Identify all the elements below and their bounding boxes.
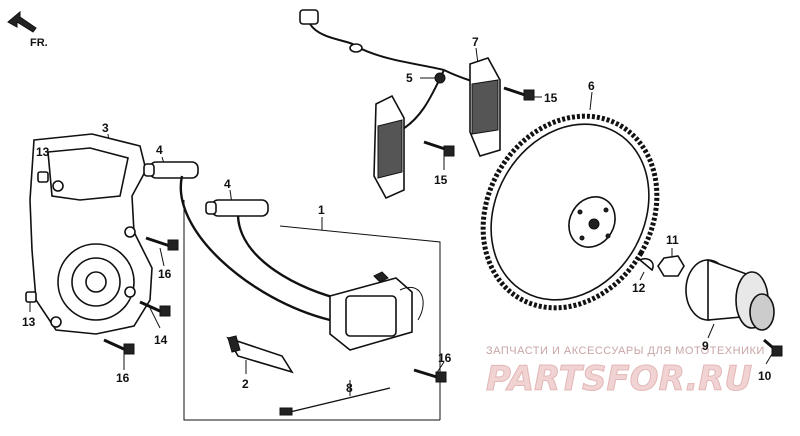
bolt-16-bottom[interactable] <box>103 338 135 355</box>
callout-15-lower: 15 <box>434 173 448 187</box>
spark-plug-cap-upper[interactable] <box>143 161 199 179</box>
watermark-subtitle: ЗАПЧАСТИ И АКСЕССУАРЫ ДЛЯ МОТОТЕХНИКИ <box>486 345 765 357</box>
exciter-coil-right[interactable] <box>469 57 501 157</box>
starter-pulley[interactable] <box>685 258 775 331</box>
callout-16-bottom: 16 <box>116 371 130 385</box>
bolt-16-coil[interactable] <box>413 368 447 383</box>
front-label: FR. <box>30 37 48 49</box>
callout-13-lower: 13 <box>22 315 36 329</box>
callout-14: 14 <box>154 333 168 347</box>
flywheel-cover[interactable] <box>29 133 153 335</box>
dowel-pin-upper[interactable] <box>37 171 49 183</box>
callout-12: 12 <box>632 281 646 295</box>
bolt-15-upper[interactable] <box>503 86 535 101</box>
watermark-brand: PARTSFOR.RU <box>486 359 752 399</box>
callout-3: 3 <box>102 121 109 135</box>
callout-4-upper: 4 <box>156 143 163 157</box>
callout-4-lower: 4 <box>224 177 231 191</box>
callout-8: 8 <box>346 381 353 395</box>
bolt-15-lower[interactable] <box>423 140 455 157</box>
bolt-14[interactable] <box>139 300 171 317</box>
flywheel[interactable] <box>449 84 691 339</box>
callout-1: 1 <box>318 203 325 217</box>
callout-16-left: 16 <box>158 267 172 281</box>
bolt-10[interactable] <box>763 338 783 357</box>
woodruff-key[interactable] <box>638 257 654 272</box>
callout-13-upper: 13 <box>36 145 50 159</box>
bolt-16-left[interactable] <box>145 236 179 251</box>
bolt-5[interactable] <box>434 72 446 84</box>
exciter-coil-left[interactable] <box>373 94 405 200</box>
leader-lines <box>29 47 773 396</box>
callout-11: 11 <box>666 233 679 247</box>
callout-labels: 3 4 4 1 5 7 6 15 15 11 12 13 13 14 16 16… <box>22 35 772 395</box>
callout-6: 6 <box>588 79 595 93</box>
ignition-coil[interactable] <box>329 271 424 351</box>
callout-9: 9 <box>702 339 709 353</box>
coil-bracket[interactable] <box>226 335 294 374</box>
spark-plug-cap-lower[interactable] <box>205 199 269 217</box>
callout-2: 2 <box>242 377 249 391</box>
ignition-coil-frame <box>183 200 441 421</box>
callout-15-upper: 15 <box>544 91 558 105</box>
watermark: ЗАПЧАСТИ И АКСЕССУАРЫ ДЛЯ МОТОТЕХНИКИ PA… <box>486 345 765 400</box>
dowel-pin-lower[interactable] <box>25 291 37 303</box>
ground-wire[interactable] <box>279 387 391 416</box>
callout-10: 10 <box>758 369 772 383</box>
callout-16-coil: 16 <box>438 351 452 365</box>
front-arrow-icon: FR. <box>7 10 48 49</box>
callout-5: 5 <box>406 71 413 85</box>
flywheel-nut[interactable] <box>657 255 685 277</box>
callout-7: 7 <box>472 35 479 49</box>
